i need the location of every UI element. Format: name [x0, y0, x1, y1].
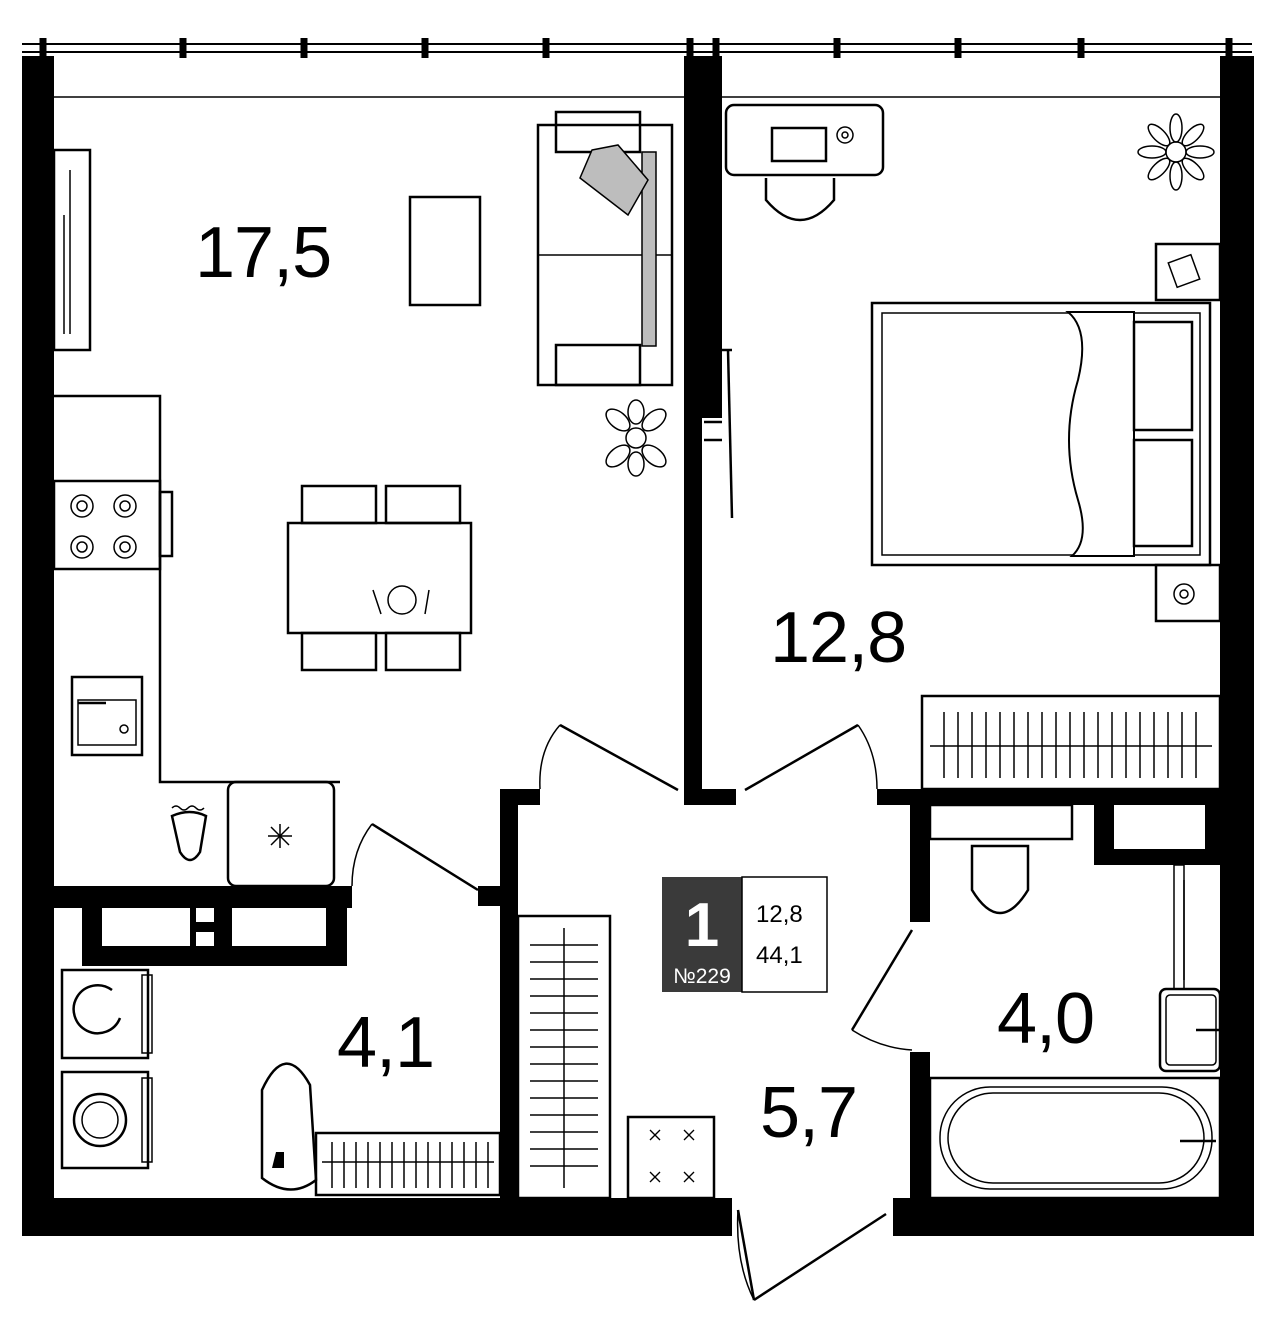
laundry-furniture [60, 968, 502, 1197]
room-area-living-kitchen: 17,5 [195, 213, 331, 293]
stove-icon [70, 494, 137, 559]
room-area-laundry: 4,1 [337, 1003, 434, 1083]
doors [351, 348, 914, 1302]
dining-table [286, 484, 473, 672]
bathroom-furniture [928, 803, 1222, 1200]
kitchen-counter [52, 394, 340, 888]
living-area-value: 12,8 [756, 901, 803, 928]
interior-lines [52, 96, 1220, 352]
room-area-bedroom: 12,8 [770, 598, 906, 678]
plant-icon [1137, 113, 1215, 191]
apartment-number: №229 [673, 965, 731, 988]
badge-background [662, 877, 742, 992]
window-rail [22, 38, 1252, 58]
tv-stand [408, 195, 482, 307]
rooms-count: 1 [685, 891, 719, 960]
fridge-icon [268, 824, 292, 848]
walls [22, 56, 1254, 1236]
bedroom-furniture [724, 103, 1222, 791]
sofa [536, 110, 674, 387]
total-area-value: 44,1 [756, 942, 803, 969]
hallway-wardrobe [516, 914, 716, 1200]
room-area-hallway: 5,7 [760, 1073, 857, 1153]
plant-icon [605, 399, 667, 477]
room-area-bathroom: 4,0 [997, 979, 1094, 1059]
apartment-badge: 1 №229 12,8 44,1 [662, 876, 828, 993]
